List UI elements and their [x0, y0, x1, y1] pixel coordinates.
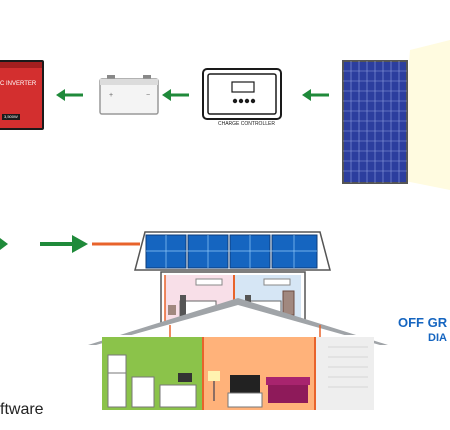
inverter-label: C INVERTER: [0, 81, 37, 87]
svg-text:−: −: [146, 92, 150, 99]
arrow-right-icon: [40, 235, 88, 253]
solar-panel-icon: [342, 60, 408, 184]
arrow-left-icon: [302, 89, 329, 101]
battery-icon: + −: [99, 75, 159, 115]
arrow-left-icon: [162, 89, 189, 101]
arrow-left-icon: [56, 89, 83, 101]
charge-controller-label: CHARGE CONTROLLER: [218, 121, 275, 127]
charge-controller-icon: [202, 68, 282, 120]
house-icon: [88, 231, 388, 410]
power-wire: [92, 242, 140, 246]
svg-text:+: +: [109, 92, 113, 99]
footer-text: ftware: [0, 401, 44, 418]
arrow-right-icon: [0, 238, 8, 250]
diagram-title-line2: DIA: [428, 332, 447, 344]
sunlight-glow: [400, 40, 450, 190]
diagram-title-line1: OFF GR: [398, 315, 448, 330]
inverter-top-strip: [0, 62, 42, 68]
inverter-power-badge: 3,500W: [2, 114, 20, 120]
